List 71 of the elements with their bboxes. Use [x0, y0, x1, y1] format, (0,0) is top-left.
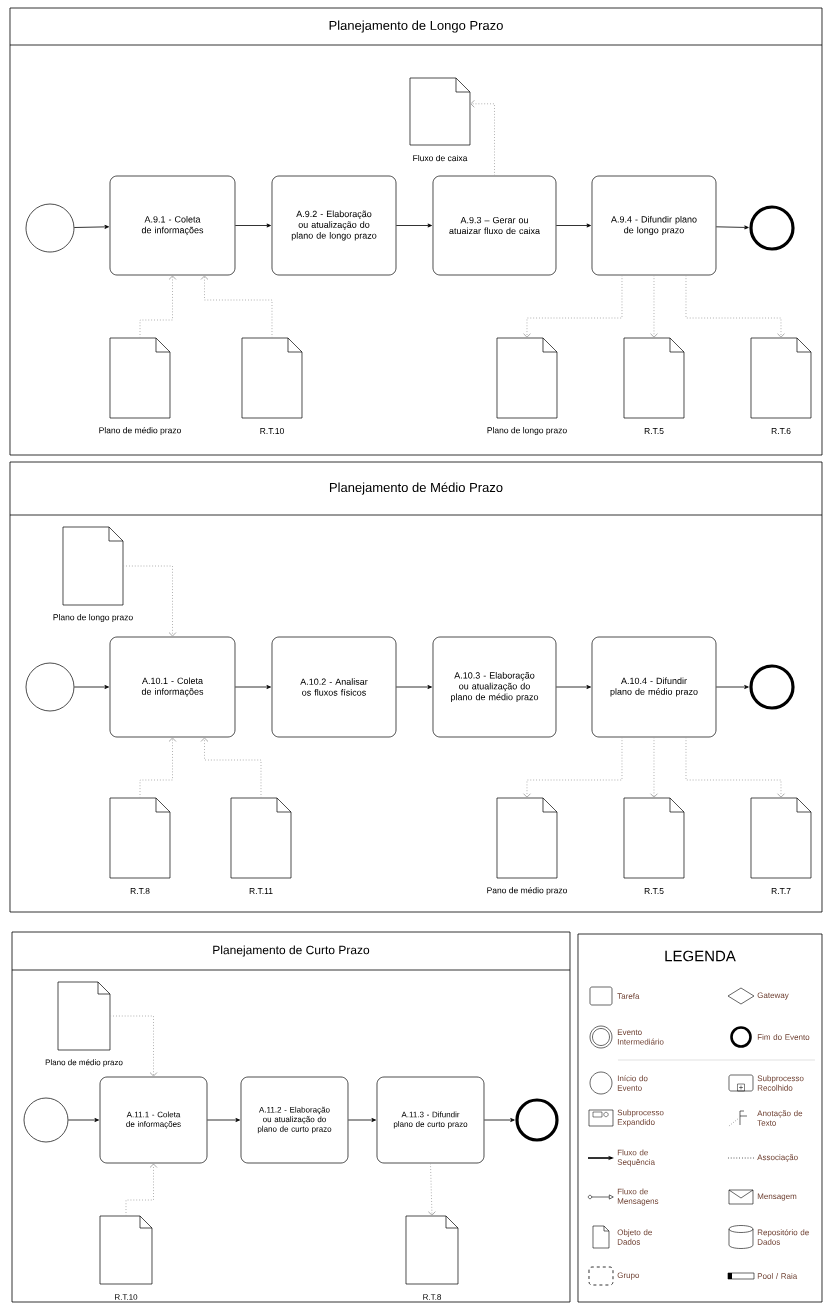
start-event-circle [25, 662, 75, 712]
sequence-arrow [73, 224, 109, 229]
sequence-arrow [715, 225, 749, 230]
legend-label: Subprocesso Expandido [617, 1109, 664, 1127]
document-label: Plano de longo prazo [487, 427, 567, 435]
legend-label: Evento Intermediário [617, 1029, 664, 1045]
document-label: R.T.6 [771, 428, 791, 434]
legend-label: Fluxo de Mensagens [617, 1188, 659, 1206]
sequence-arrow [715, 685, 749, 689]
sequence-arrow [347, 1118, 376, 1122]
document-label: R.T.10 [115, 1294, 138, 1300]
sequence-arrow [555, 223, 591, 228]
sequence-arrow [234, 223, 271, 228]
task-box: A.11.1 - Coleta de informações [99, 1076, 208, 1164]
legend-label: Fluxo de Sequência [617, 1149, 655, 1167]
document-label: R.T.5 [644, 428, 664, 434]
end-event-circle [749, 205, 795, 251]
sequence-arrow [395, 223, 432, 228]
end-event-circle [515, 1098, 559, 1142]
association-arrow [685, 736, 785, 798]
document-label: R.T.8 [130, 888, 150, 894]
legend-title: LEGENDA [665, 950, 736, 962]
end-event-circle [749, 664, 795, 710]
sequence-arrow [483, 1118, 515, 1122]
legend-label: Objeto de Dados [617, 1229, 652, 1245]
document-label: Fluxo de caixa [413, 154, 468, 162]
sequence-arrow [234, 685, 271, 689]
sequence-arrow [206, 1118, 240, 1122]
task-box: A.10.4 - Difundir plano de médio prazo [591, 636, 717, 738]
document-label: Pano de médio prazo [487, 887, 568, 895]
legend-label: Anotação de Texto [757, 1110, 803, 1126]
association-arrow [427, 1162, 436, 1216]
association-arrow [523, 274, 623, 338]
document-label: R.T.5 [644, 888, 664, 894]
legend-label: Repositório de Dados [757, 1229, 809, 1245]
sequence-arrow [555, 685, 591, 689]
document-label: R.T.10 [260, 428, 284, 434]
task-box: A.10.2 - Analisar os fluxos físicos [271, 636, 397, 738]
association-arrow [650, 274, 658, 338]
document-label: R.T.11 [249, 888, 273, 894]
sequence-arrow [395, 685, 432, 689]
legend-label: Associação [757, 1154, 798, 1162]
legend-label: Grupo [617, 1272, 640, 1280]
document-label: Plano de longo prazo [53, 614, 133, 622]
task-box: A.9.2 - Elaboração ou atualização do plano de longo prazo [271, 175, 397, 276]
document-label: R.T.7 [771, 888, 791, 894]
legend-label: Gateway [757, 992, 789, 1000]
legend-label: Tarefa [617, 993, 640, 999]
legend-label: Subprocesso Recolhido [757, 1075, 804, 1091]
sequence-arrow [67, 1118, 99, 1122]
task-box: A.9.1 - Coleta de informações [109, 175, 236, 276]
association-arrow [685, 274, 785, 338]
association-arrow [470, 99, 495, 177]
association-arrow [523, 736, 623, 798]
association-arrow [650, 736, 658, 798]
document-label: Plano de médio prazo [45, 1059, 123, 1067]
legend-label: Fim do Evento [757, 1034, 810, 1040]
task-box: A.10.1 - Coleta de informações [109, 636, 236, 738]
task-box: A.10.3 - Elaboração ou atualização do plano de médio prazo [432, 636, 557, 738]
start-event-circle [25, 203, 75, 253]
task-box: A.9.3 – Gerar ou atuaizar fluxo de caixa [432, 175, 557, 276]
document-label: Plano de médio prazo [99, 427, 181, 435]
legend-label: Mensagem [757, 1193, 797, 1201]
legend-label: Início do Evento [617, 1075, 648, 1091]
sequence-arrow [73, 685, 109, 689]
start-event-circle [23, 1097, 69, 1143]
legend-label: Pool / Raia [757, 1273, 798, 1279]
task-box: A.9.4 - Difundir plano de longo prazo [591, 175, 717, 276]
document-label: R.T.8 [423, 1294, 441, 1300]
task-box: A.11.2 - Elaboração ou atualização do plano de curto prazo [240, 1076, 349, 1164]
task-box: A.11.3 - Difundir plano de curto prazo [376, 1076, 485, 1164]
